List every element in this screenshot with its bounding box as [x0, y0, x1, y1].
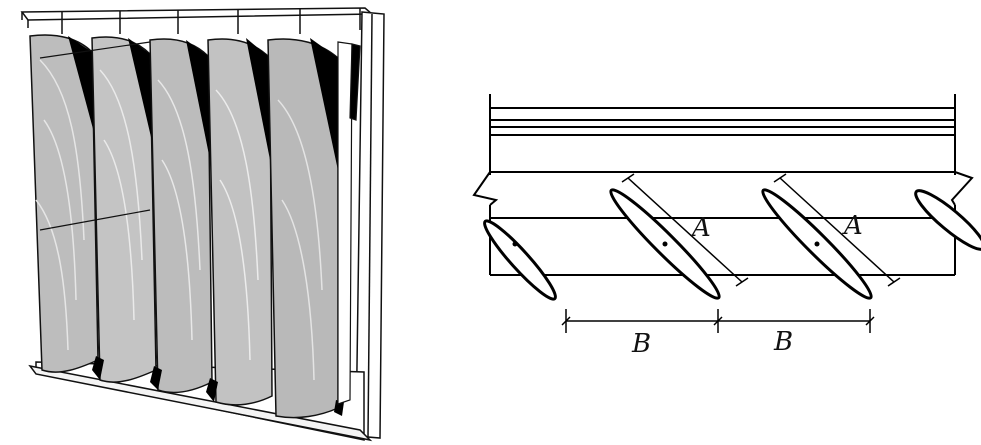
- louver-section-diagram: A A B B: [460, 0, 981, 445]
- louver-blade-2: [39, 36, 157, 383]
- inner-window-edge: [337, 41, 361, 405]
- dimension-b-label-2: B: [773, 327, 793, 357]
- left-break-symbol: [472, 171, 499, 206]
- louver-panel-svg: [20, 7, 385, 442]
- blade-section-4: [914, 189, 981, 251]
- blade-section-2: [609, 188, 721, 300]
- dimension-a-label-1: A: [690, 213, 711, 243]
- louver-blade-4: [207, 38, 273, 406]
- louver-blade-3: [149, 38, 213, 394]
- blade-base-shadows: [92, 356, 344, 416]
- dimension-a-tick-1a: [621, 173, 635, 183]
- blade-section-3: [761, 188, 873, 300]
- right-frame-post: [355, 11, 385, 439]
- louver-blade-5: [267, 38, 340, 419]
- hanger-pins: [61, 8, 361, 34]
- dimension-a-tick-1b: [735, 277, 749, 287]
- dimension-a-line-2: [779, 177, 895, 283]
- dimension-a-tick-2a: [773, 173, 787, 183]
- top-rail: [20, 7, 374, 28]
- louver-panel-illustration: [0, 0, 400, 445]
- louver-blade-1: [29, 34, 99, 373]
- dimension-b-label-1: B: [631, 329, 651, 359]
- dimension-a-tick-2b: [887, 277, 901, 287]
- louver-section-svg: A A B B: [472, 94, 981, 359]
- blade-section-1: [483, 219, 557, 301]
- dimension-a-label-2: A: [842, 211, 863, 241]
- dimension-a-line-1: [627, 177, 743, 283]
- right-break-symbol: [950, 171, 974, 206]
